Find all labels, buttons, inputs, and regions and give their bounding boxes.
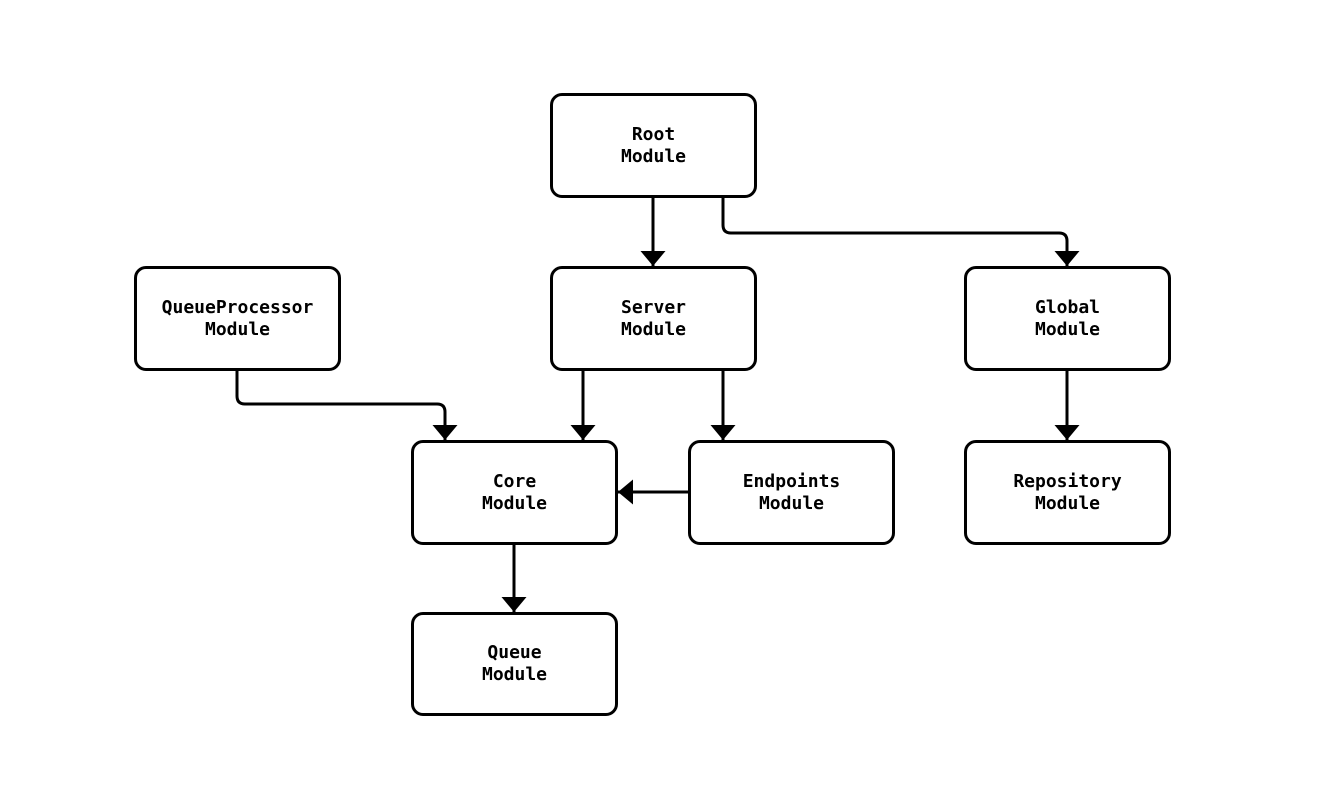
node-label: QueueProcessor Module <box>161 296 314 340</box>
node-core-module: Core Module <box>411 440 618 545</box>
edge-root-to-global <box>721 198 1080 266</box>
node-label: Server Module <box>620 296 687 340</box>
node-label: Global Module <box>1034 296 1101 340</box>
node-global-module: Global Module <box>964 266 1171 371</box>
node-label: Core Module <box>481 470 548 514</box>
node-queue-module: Queue Module <box>411 612 618 716</box>
node-queueprocessor-module: QueueProcessor Module <box>134 266 341 371</box>
edge-queueprocessor-to-core <box>235 371 458 440</box>
node-server-module: Server Module <box>550 266 757 371</box>
node-root-module: Root Module <box>550 93 757 198</box>
node-label: Root Module <box>620 123 687 167</box>
node-label: Queue Module <box>481 642 548 685</box>
node-label: Endpoints Module <box>742 470 841 514</box>
node-label: Repository Module <box>1013 470 1122 514</box>
node-endpoints-module: Endpoints Module <box>688 440 895 545</box>
node-repository-module: Repository Module <box>964 440 1171 545</box>
